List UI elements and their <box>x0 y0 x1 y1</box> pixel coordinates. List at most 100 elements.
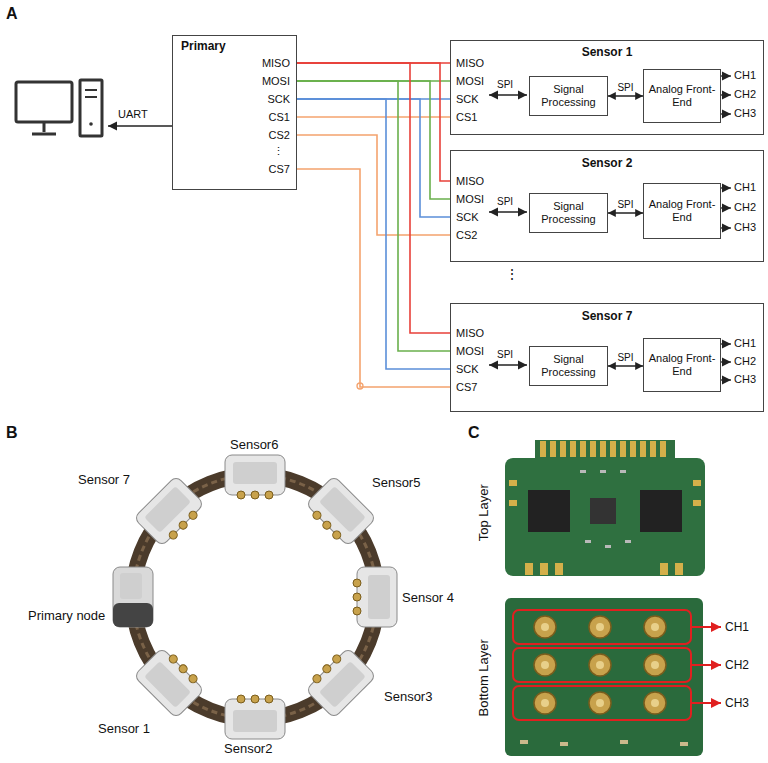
box-label: Analog Front-End <box>647 352 717 378</box>
channel-label: CH3 <box>725 696 749 710</box>
sensor-ring-photo <box>321 663 332 674</box>
part-label: Sensor2 <box>224 741 272 757</box>
pcb-top-layer <box>600 470 606 473</box>
sensor-ring-photo <box>225 455 285 499</box>
sensor-ring-photo <box>353 567 397 627</box>
signal-name: SPI <box>497 349 513 361</box>
sensor-ring-photo <box>303 476 377 550</box>
sensor-ring-photo <box>353 607 361 615</box>
box-label: Signal Processing <box>533 83 604 109</box>
pcb-bottom-layer <box>513 648 691 682</box>
spi-arrows <box>489 94 527 95</box>
panel-letter: C <box>468 423 480 442</box>
channel-label: CH1 <box>734 69 756 82</box>
part-label: Sensor 4 <box>402 590 454 606</box>
pin-name: MOSI <box>262 74 290 88</box>
sensor-ring-photo <box>368 575 390 619</box>
ellipsis: ⋮ <box>505 266 519 283</box>
primary-box: PrimaryMISOMOSISCKCS1CS2⋮CS7 <box>172 35 297 190</box>
pcb-bottom-layer <box>589 616 611 638</box>
sensor-ring-photo <box>225 699 285 739</box>
process-box: Signal Processing <box>529 193 608 233</box>
edge-label: SPI <box>617 199 633 211</box>
computer-icon <box>80 80 102 136</box>
pcb-top-layer <box>540 441 546 457</box>
sensor-ring-photo <box>133 475 377 719</box>
pcb-bottom-layer <box>589 692 611 714</box>
pcb-bottom-layer <box>505 598 721 756</box>
pcb-bottom-layer <box>644 616 666 638</box>
layer-label: Bottom Layer <box>476 639 492 716</box>
sensor-ring-photo <box>120 573 142 599</box>
box-heading: Sensor 1 <box>451 45 763 59</box>
sensor-ring-photo <box>134 476 205 547</box>
sensor-ring-photo <box>134 648 205 719</box>
pcb-bottom-layer <box>651 623 659 631</box>
pin-name: CS2 <box>269 128 290 142</box>
channel-label: CH1 <box>734 337 756 350</box>
pcb-top-layer <box>620 470 626 473</box>
computer-icon <box>32 122 56 134</box>
pcb-top-layer <box>528 490 570 532</box>
pcb-bottom-layer <box>691 664 721 666</box>
pcb-top-layer <box>550 441 556 457</box>
signal-name: SPI <box>497 79 513 91</box>
sensor-ring-photo <box>144 486 191 533</box>
part-label: Sensor3 <box>384 689 432 705</box>
sensor-ring-photo <box>113 567 153 627</box>
pcb-top-layer <box>540 441 666 457</box>
sensor-ring-photo <box>311 673 322 684</box>
sensor-ring-photo <box>133 475 377 719</box>
pcb-bottom-layer <box>520 740 528 744</box>
sensor-ring-photo <box>331 653 342 664</box>
pin-name: MOSI <box>456 192 484 206</box>
pcb-top-layer <box>640 441 646 457</box>
pcb-top-layer <box>610 441 616 457</box>
spi-arrow <box>608 365 643 366</box>
pcb-top-layer <box>675 563 683 575</box>
bus-wire <box>297 116 450 118</box>
sensor-ring-photo <box>265 491 273 499</box>
computer-icon <box>16 82 72 122</box>
sensor-ring-photo <box>303 645 377 719</box>
pcb-top-layer <box>505 458 705 576</box>
sensor-ring-photo <box>331 529 342 540</box>
process-box: Analog Front-End <box>643 338 721 392</box>
process-box: Analog Front-End <box>643 69 721 123</box>
bus-wire <box>297 169 450 387</box>
pcb-top-layer <box>560 441 566 457</box>
pcb-bottom-layer <box>691 627 721 703</box>
box-heading: Sensor 7 <box>451 309 763 323</box>
part-label: Primary node <box>28 608 105 624</box>
sensor-ring-photo <box>353 593 361 601</box>
pcb-bottom-layer <box>513 610 691 720</box>
pin-name: CS1 <box>269 110 290 124</box>
panel-letter: A <box>6 4 18 23</box>
pcb-bottom-layer <box>534 654 556 676</box>
pcb-bottom-layer <box>534 616 666 714</box>
pin-name: CS7 <box>456 380 477 394</box>
spi-arrow <box>608 212 643 213</box>
pcb-bottom-layer <box>541 623 549 631</box>
signal-name: UART <box>118 108 148 121</box>
pcb-bottom-layer <box>596 699 604 707</box>
pin-name: CS1 <box>456 110 477 124</box>
process-box: Signal Processing <box>529 346 608 386</box>
sensor-ring-photo <box>187 673 198 684</box>
pcb-bottom-layer <box>589 654 611 676</box>
sensor-ring-photo <box>237 695 245 703</box>
pcb-bottom-layer <box>534 692 556 714</box>
sensor-ring-photo <box>113 567 153 627</box>
sensor-ring-photo <box>177 519 188 530</box>
pcb-top-layer <box>590 498 616 524</box>
spi-arrows <box>489 95 527 365</box>
sensor-ring-photo <box>265 695 273 703</box>
sensor-ring-photo <box>113 603 153 627</box>
bus-wire <box>297 99 450 369</box>
spi-arrow <box>608 95 643 96</box>
pcb-bottom-layer <box>520 740 688 746</box>
sensor-ring-photo <box>113 455 397 739</box>
pcb-bottom-layer <box>534 616 556 638</box>
sensor-ring-photo <box>233 462 277 484</box>
